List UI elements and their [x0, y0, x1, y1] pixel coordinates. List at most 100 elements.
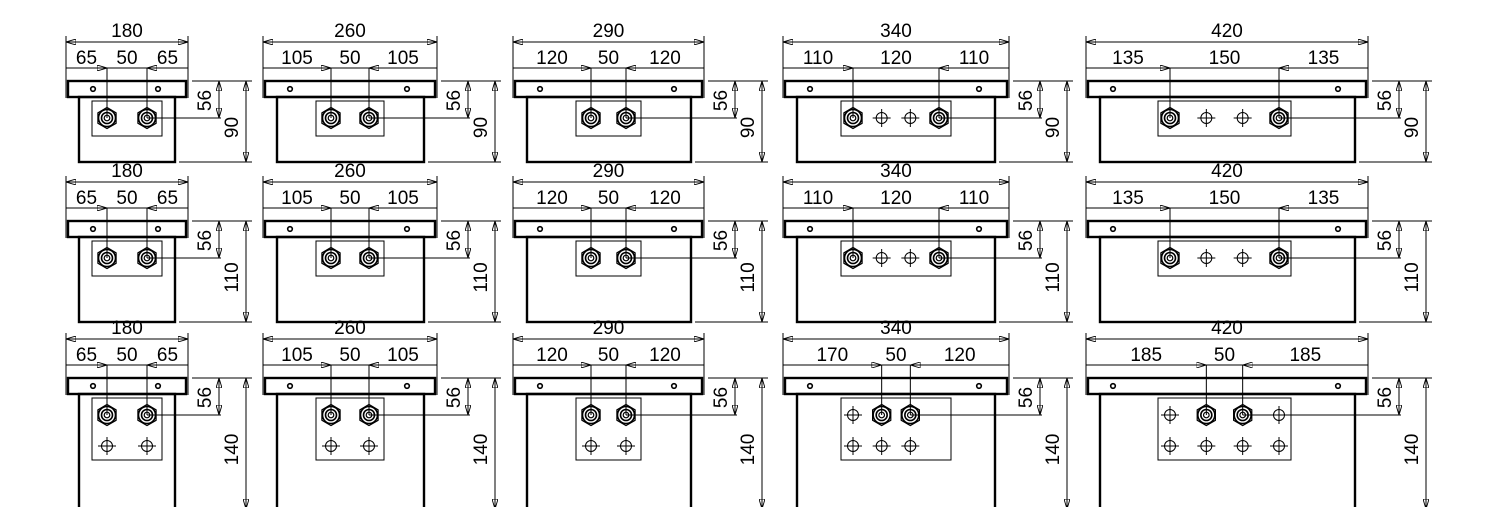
screw-hole — [1334, 85, 1342, 93]
pipe-fitting — [1160, 106, 1180, 130]
screw-hole — [286, 382, 294, 390]
right-offset-label: 185 — [1289, 345, 1321, 366]
box-body — [263, 219, 437, 324]
pipe-height-label: 56 — [195, 90, 216, 111]
screw-hole — [670, 225, 678, 233]
connection-plate — [91, 397, 163, 461]
top-flange — [783, 79, 1009, 99]
box-body — [263, 376, 437, 507]
screw-hole — [403, 382, 411, 390]
total-height-label: 110 — [471, 262, 492, 292]
overall-width-label: 290 — [593, 21, 625, 42]
overall-width-label: 180 — [111, 318, 143, 339]
total-height-label: 110 — [1043, 262, 1064, 292]
pipe-spacing-label: 50 — [1214, 345, 1235, 366]
tray — [795, 95, 997, 164]
total-height-label: 90 — [1402, 117, 1423, 138]
pipe-connections — [1161, 403, 1288, 455]
tray — [275, 235, 426, 324]
pipe-fitting — [97, 246, 117, 270]
total-height-label: 140 — [471, 434, 492, 466]
screw-hole — [806, 382, 814, 390]
overall-width-dimension: 290 — [512, 318, 705, 395]
overall-width-label: 420 — [1211, 161, 1243, 182]
left-offset-label: 65 — [76, 48, 97, 69]
top-flange — [66, 79, 188, 99]
box-body — [513, 79, 704, 164]
overall-width-label: 420 — [1211, 21, 1243, 42]
pipe-fitting — [97, 106, 117, 130]
pipe-fitting — [321, 403, 341, 427]
tray — [77, 235, 177, 324]
tray — [525, 235, 693, 324]
connection-plate — [840, 100, 952, 137]
box-body — [263, 79, 437, 164]
overall-width-label: 180 — [111, 161, 143, 182]
connection-plate — [840, 240, 952, 277]
tray — [1098, 235, 1357, 324]
total-height-label: 90 — [222, 117, 243, 138]
pipe-spacing-label: 50 — [116, 345, 137, 366]
overall-width-dimension: 340 — [782, 21, 1010, 98]
pipe-connections — [843, 106, 949, 130]
box-body — [783, 79, 1009, 164]
pipe-cross — [617, 437, 635, 455]
right-offset-label: 120 — [649, 188, 681, 209]
connection-plate — [575, 397, 642, 461]
screw-hole — [89, 85, 97, 93]
pipe-fitting — [581, 403, 601, 427]
pipe-cross — [844, 406, 862, 424]
tray — [795, 392, 997, 507]
total-height-label: 90 — [471, 117, 492, 138]
pipe-cross — [360, 437, 378, 455]
tray — [525, 95, 693, 164]
overall-width-dimension: 290 — [512, 161, 705, 238]
total-height-label: 110 — [222, 262, 243, 292]
box-body — [66, 79, 188, 164]
box-body — [513, 219, 704, 324]
pipe-spacing-label: 50 — [116, 48, 137, 69]
top-flange — [1086, 219, 1368, 239]
pipe-cross — [98, 437, 116, 455]
overall-width-dimension: 420 — [1085, 318, 1369, 395]
tray — [525, 392, 693, 507]
total-height-label: 90 — [1043, 117, 1064, 138]
overall-width-dimension: 180 — [65, 21, 189, 98]
right-offset-label: 105 — [387, 345, 419, 366]
screw-hole — [154, 382, 162, 390]
screw-hole — [1109, 225, 1117, 233]
pipe-height-label: 56 — [195, 387, 216, 408]
box-body — [1086, 376, 1368, 507]
right-offset-label: 65 — [157, 188, 178, 209]
pipe-fitting — [843, 246, 863, 270]
top-flange — [783, 219, 1009, 239]
right-offset-label: 135 — [1308, 48, 1340, 69]
pipe-fitting — [871, 403, 892, 427]
left-offset-label: 105 — [281, 48, 313, 69]
left-offset-label: 135 — [1112, 188, 1144, 209]
pipe-spacing-label: 120 — [880, 48, 912, 69]
box-body — [513, 376, 704, 507]
pipe-spacing-label: 120 — [880, 188, 912, 209]
left-offset-label: 135 — [1112, 48, 1144, 69]
screw-hole — [1109, 85, 1117, 93]
top-flange — [1086, 79, 1368, 99]
overall-width-label: 340 — [880, 21, 912, 42]
pipe-cross — [1270, 437, 1288, 455]
screw-hole — [1334, 382, 1342, 390]
screw-hole — [286, 85, 294, 93]
overall-width-dimension: 420 — [1085, 161, 1369, 238]
